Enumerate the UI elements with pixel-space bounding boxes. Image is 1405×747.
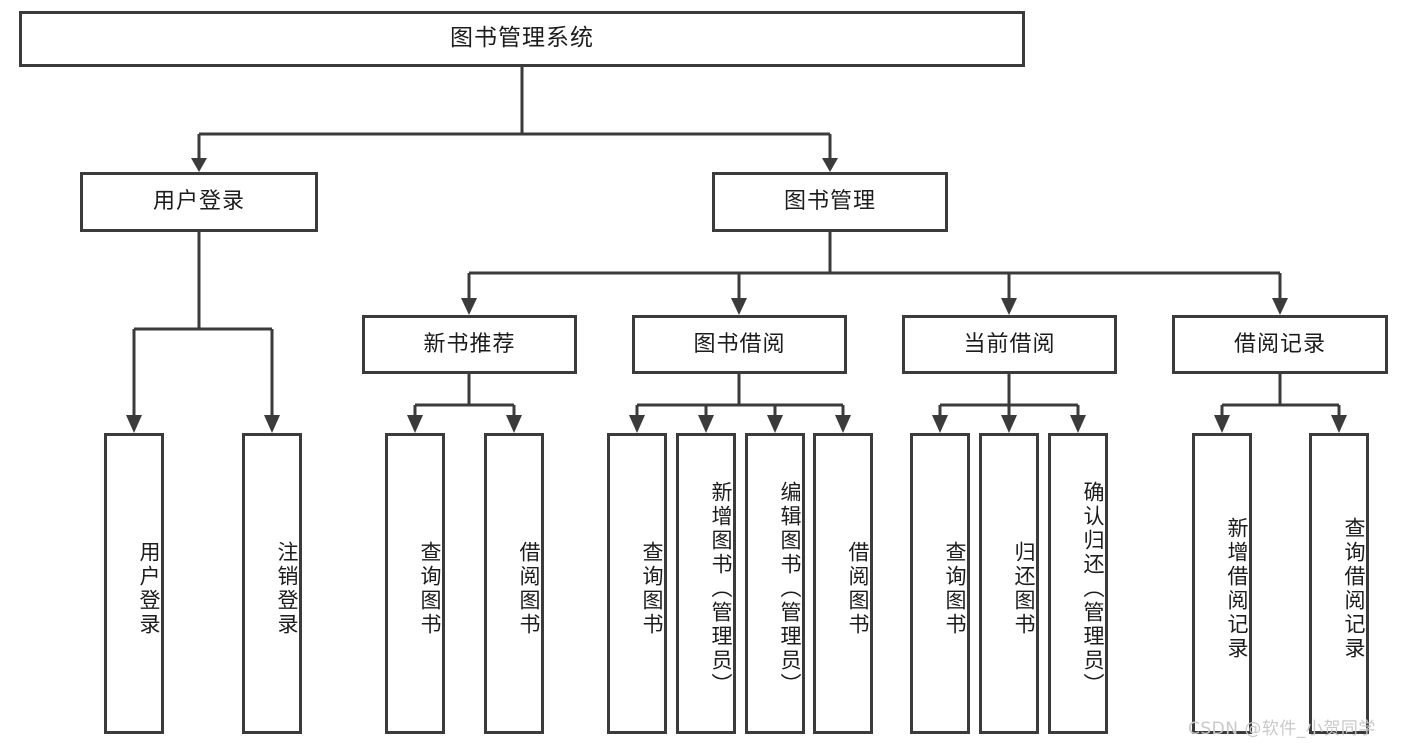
node-leaf-user-login[interactable]: 用户登录 xyxy=(104,433,164,734)
node-label: 用户登录 xyxy=(137,540,161,637)
node-user-login[interactable]: 用户登录 xyxy=(80,172,318,232)
node-root-system[interactable]: 图书管理系统 xyxy=(19,11,1025,67)
arrow-book-borrow-to-leaf1 xyxy=(629,415,645,433)
arrow-current-borrow-to-leaf2 xyxy=(1001,415,1017,433)
arrow-root-to-book-management xyxy=(822,158,838,172)
arrow-bm-to-borrow-record xyxy=(1272,298,1288,315)
node-leaf-query-book-1[interactable]: 查询图书 xyxy=(385,433,445,734)
arrow-book-borrow-to-leaf2 xyxy=(698,415,714,433)
node-leaf-return-book[interactable]: 归还图书 xyxy=(979,433,1039,734)
node-leaf-borrow-book-2[interactable]: 借阅图书 xyxy=(813,433,873,734)
node-label: 注销登录 xyxy=(275,540,299,637)
node-leaf-query-borrow-record[interactable]: 查询借阅记录 xyxy=(1309,433,1369,734)
arrow-book-borrow-to-leaf4 xyxy=(835,415,851,433)
node-label: 借阅图书 xyxy=(846,540,870,637)
node-label: 借阅记录 xyxy=(1233,331,1326,357)
node-book-management[interactable]: 图书管理 xyxy=(712,172,948,232)
node-label: 图书借阅 xyxy=(693,331,786,357)
node-leaf-confirm-return[interactable]: 确认归还（管理员） xyxy=(1048,433,1108,734)
arrow-bm-to-new-book xyxy=(461,298,477,315)
node-leaf-add-borrow-record[interactable]: 新增借阅记录 xyxy=(1192,433,1252,734)
node-label: 借阅图书 xyxy=(517,540,541,637)
arrow-new-book-to-leaf1 xyxy=(407,415,423,433)
arrow-user-login-to-leaf1 xyxy=(126,415,142,433)
arrow-current-borrow-to-leaf3 xyxy=(1070,415,1086,433)
node-leaf-edit-book[interactable]: 编辑图书（管理员） xyxy=(745,433,805,734)
arrow-bm-to-book-borrow xyxy=(731,298,747,315)
node-label: 新增图书（管理员） xyxy=(709,480,733,697)
node-label: 确认归还（管理员） xyxy=(1081,480,1105,697)
node-label: 当前借阅 xyxy=(963,331,1056,357)
arrow-borrow-record-to-leaf2 xyxy=(1331,415,1347,433)
node-label: 新书推荐 xyxy=(423,331,516,357)
node-label: 编辑图书（管理员） xyxy=(778,480,802,697)
node-label: 图书管理系统 xyxy=(450,25,594,52)
arrow-current-borrow-to-leaf1 xyxy=(932,415,948,433)
node-label: 查询图书 xyxy=(640,540,664,637)
node-leaf-logout-login[interactable]: 注销登录 xyxy=(242,433,302,734)
arrow-bm-to-current-borrow xyxy=(1001,298,1017,315)
node-label: 图书管理 xyxy=(783,189,876,215)
node-current-borrow[interactable]: 当前借阅 xyxy=(902,315,1117,374)
node-label: 归还图书 xyxy=(1012,540,1036,637)
node-label: 用户登录 xyxy=(152,189,245,215)
node-leaf-query-book-2[interactable]: 查询图书 xyxy=(607,433,667,734)
node-borrow-record[interactable]: 借阅记录 xyxy=(1172,315,1388,374)
node-leaf-borrow-book-1[interactable]: 借阅图书 xyxy=(484,433,544,734)
node-label: 查询图书 xyxy=(418,540,442,637)
arrow-user-login-to-leaf2 xyxy=(264,415,280,433)
arrow-new-book-to-leaf2 xyxy=(506,415,522,433)
arrow-root-to-user-login xyxy=(191,158,207,172)
node-label: 新增借阅记录 xyxy=(1225,516,1249,661)
node-label: 查询借阅记录 xyxy=(1342,516,1366,661)
arrow-borrow-record-to-leaf1 xyxy=(1214,415,1230,433)
node-leaf-query-book-3[interactable]: 查询图书 xyxy=(910,433,970,734)
node-new-book-recommend[interactable]: 新书推荐 xyxy=(362,315,577,374)
node-book-borrow[interactable]: 图书借阅 xyxy=(632,315,847,374)
node-label: 查询图书 xyxy=(943,540,967,637)
node-leaf-add-book[interactable]: 新增图书（管理员） xyxy=(676,433,736,734)
arrow-book-borrow-to-leaf3 xyxy=(767,415,783,433)
